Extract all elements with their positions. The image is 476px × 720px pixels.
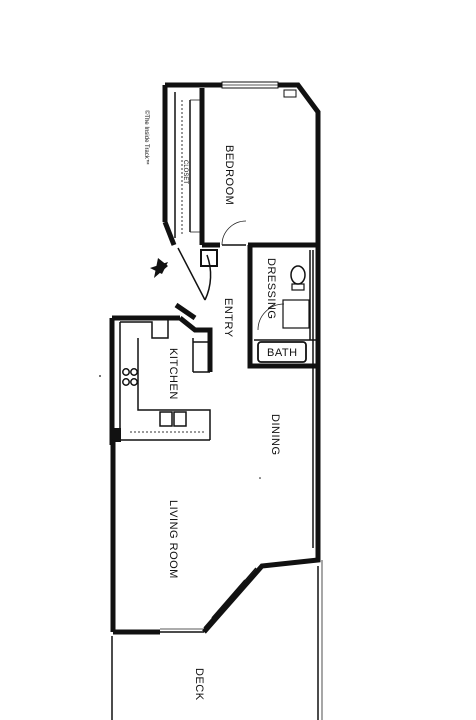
dressing-label: DRESSING: [265, 258, 277, 319]
closet: [174, 92, 200, 238]
copyright-label: ©The Inside Track™: [143, 110, 150, 165]
living-room-label: LIVING ROOM: [167, 500, 179, 579]
deck-outline: [111, 560, 323, 720]
bathtub: [257, 341, 307, 363]
sink-icon: [159, 411, 187, 427]
north-arrow-icon: [150, 258, 168, 278]
dining-label: DINING: [269, 414, 281, 456]
bath-label: BATH: [267, 347, 298, 359]
entry-label: ENTRY: [222, 298, 234, 338]
kitchen-counters: [112, 318, 211, 441]
scan-speck: [99, 375, 101, 377]
toilet: [290, 265, 306, 291]
bedroom-window: [221, 81, 297, 98]
scan-speck: [259, 477, 261, 479]
refrigerator: [113, 428, 121, 442]
entry-door: [174, 247, 212, 321]
stove-icon: [122, 368, 138, 386]
entry-closet: [200, 249, 218, 267]
living-window-wall: [113, 548, 321, 635]
exterior-walls: [110, 250, 321, 632]
bedroom-label: BEDROOM: [223, 145, 235, 205]
vanity: [257, 299, 310, 331]
bedroom-door: [221, 220, 247, 246]
bedroom-walls: [162, 82, 321, 248]
deck-label: DECK: [193, 668, 205, 701]
dressing-bath-walls: [247, 245, 321, 369]
closet-label: CLOSET: [182, 160, 188, 184]
kitchen-label: KITCHEN: [167, 348, 179, 400]
